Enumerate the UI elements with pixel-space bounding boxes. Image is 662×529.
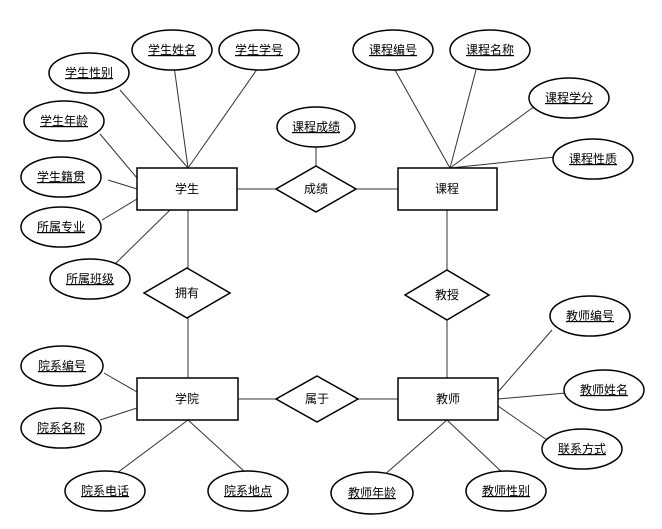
attribute-label: 学生性别 [65, 65, 113, 80]
attribute-label: 所属专业 [37, 219, 85, 234]
edge [187, 67, 259, 169]
attribute-label: 院系名称 [37, 420, 85, 435]
entity-label: 教师 [436, 391, 460, 406]
attribute-label: 院系编号 [38, 358, 86, 373]
edge [112, 419, 189, 477]
relationship-belongs: 属于 [274, 375, 360, 423]
edge [449, 69, 477, 169]
attribute-label: 院系地点 [224, 484, 272, 498]
attribute-teacher-contact: 联系方式 [541, 428, 623, 470]
edge [99, 133, 138, 179]
attribute-label: 教师性别 [482, 483, 530, 498]
edge [446, 419, 506, 476]
attribute-student-major: 所属专业 [20, 206, 102, 248]
edge [99, 407, 138, 421]
attribute-course-type: 课程性质 [552, 138, 634, 180]
attribute-label: 课程成绩 [292, 119, 340, 134]
attribute-student-hometown: 学生籍贯 [20, 156, 102, 198]
entity-course: 课程 [397, 167, 498, 211]
attribute-label: 学生年龄 [40, 113, 88, 128]
attribute-course-id: 课程编号 [352, 29, 434, 71]
entity-label: 学院 [175, 391, 199, 406]
entity-student: 学生 [136, 167, 238, 211]
attribute-student-name: 学生姓名 [131, 29, 213, 71]
entity-label: 课程 [435, 181, 459, 196]
relationship-label: 拥有 [175, 286, 199, 300]
edge [394, 69, 451, 169]
attribute-label: 所属班级 [66, 272, 114, 286]
relationship-owns: 拥有 [142, 267, 232, 319]
attribute-teacher-name: 教师姓名 [563, 369, 645, 411]
edge [382, 419, 448, 477]
attribute-label: 课程名称 [466, 42, 514, 57]
edge [449, 156, 556, 169]
attribute-course-name: 课程名称 [449, 29, 531, 71]
edge [187, 419, 246, 473]
edge [497, 329, 553, 393]
attribute-teacher-id: 教师编号 [549, 295, 631, 337]
relationship-grade: 成绩 [274, 165, 358, 213]
attribute-label: 课程编号 [369, 42, 417, 57]
connector-lines [99, 65, 567, 477]
attribute-student-age: 学生年龄 [23, 100, 105, 142]
attribute-college-phone: 院系电话 [64, 470, 146, 512]
attribute-label: 学生籍贯 [37, 169, 85, 184]
edge [103, 372, 138, 393]
attribute-student-gender: 学生性别 [48, 52, 130, 94]
relationship-label: 教授 [435, 287, 459, 302]
edge [119, 89, 189, 169]
attribute-label: 学生学号 [235, 42, 283, 57]
edge [101, 198, 138, 221]
edge [449, 105, 536, 169]
attribute-course-grade: 课程成绩 [276, 106, 356, 148]
relationship-label: 属于 [305, 392, 329, 406]
relationship-label: 成绩 [304, 182, 328, 196]
attribute-student-class: 所属班级 [49, 258, 131, 300]
attribute-label: 教师年龄 [348, 485, 396, 500]
edge [497, 405, 548, 441]
attribute-label: 课程性质 [569, 151, 617, 166]
relationship-teaches: 教授 [403, 269, 491, 321]
entity-label: 学生 [175, 181, 199, 196]
edge [114, 209, 171, 265]
attribute-teacher-gender: 教师性别 [465, 470, 547, 512]
edge [107, 179, 138, 190]
attribute-label: 教师姓名 [580, 382, 628, 397]
attribute-college-name: 院系名称 [20, 407, 102, 449]
attribute-label: 教师编号 [566, 308, 614, 323]
entity-college: 学院 [136, 377, 239, 421]
attribute-label: 联系方式 [558, 441, 606, 456]
attribute-course-credit: 课程学分 [528, 77, 610, 119]
attribute-label: 课程学分 [545, 90, 593, 105]
attribute-student-id: 学生学号 [218, 29, 300, 71]
attribute-teacher-age: 教师年龄 [330, 471, 414, 515]
attribute-college-location: 院系地点 [207, 470, 289, 512]
entity-teacher: 教师 [397, 377, 499, 421]
attribute-label: 院系电话 [81, 484, 129, 498]
edge [497, 392, 567, 400]
edge [173, 65, 189, 169]
attribute-college-id: 院系编号 [20, 345, 104, 387]
attribute-label: 学生姓名 [148, 42, 196, 57]
